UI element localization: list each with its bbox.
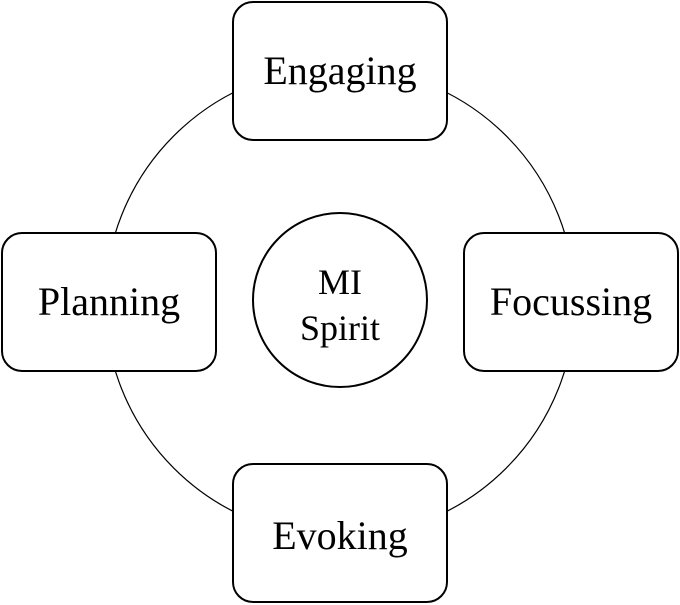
node-engaging-label: Engaging [263, 48, 416, 93]
node-planning-box [1, 232, 217, 372]
node-focussing-label: Focussing [490, 279, 652, 324]
node-evoking: Evoking [232, 463, 448, 603]
center-label-line2: Spirit [300, 308, 380, 348]
node-evoking-box [232, 463, 448, 603]
node-planning: Planning [1, 232, 217, 372]
node-evoking-label: Evoking [272, 513, 408, 558]
node-planning-label: Planning [38, 279, 180, 324]
node-focussing-box [463, 232, 679, 372]
node-engaging-box [232, 1, 448, 141]
node-engaging: Engaging [232, 1, 448, 141]
node-focussing: Focussing [463, 232, 679, 372]
center-circle [252, 212, 428, 388]
center-label-line1: MI [318, 262, 362, 302]
